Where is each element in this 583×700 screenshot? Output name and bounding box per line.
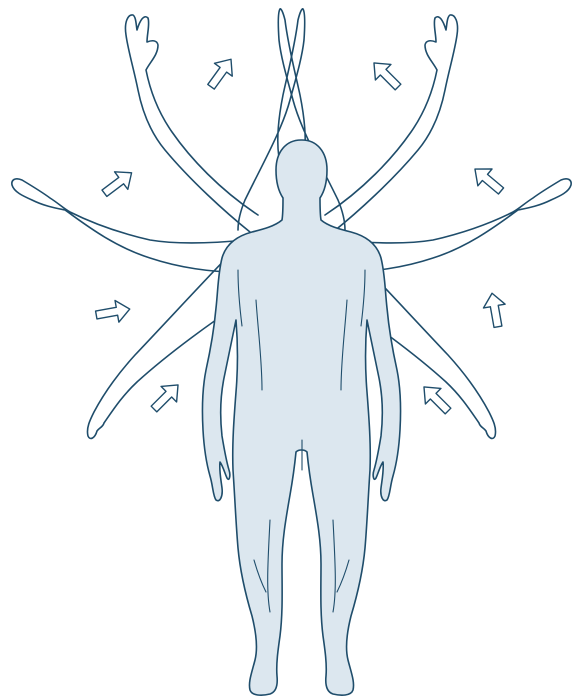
arm-position-raised-left-icon — [125, 15, 258, 232]
arrow-shape — [202, 53, 240, 93]
arrow-upper-left-icon — [202, 53, 240, 93]
arrow-shape — [468, 161, 508, 200]
arrow-mid-left-icon — [98, 164, 138, 202]
arrow-shape — [146, 377, 186, 417]
person-figure — [202, 140, 400, 695]
arrow-shape — [94, 298, 131, 326]
arrow-mid-right-icon — [468, 161, 508, 200]
arm-position-raised-right-icon — [325, 15, 458, 232]
arrow-shape — [481, 291, 509, 328]
body-silhouette-icon — [202, 140, 400, 695]
arrow-lower-left-icon — [94, 298, 131, 326]
arrow-bottom-left-icon — [146, 377, 186, 417]
arrow-shape — [98, 164, 138, 202]
arm-position-horizontal-left-icon — [12, 179, 246, 272]
arrow-shape — [366, 55, 406, 95]
arrow-upper-right-icon — [366, 55, 406, 95]
arrow-lower-right-icon — [481, 291, 509, 328]
